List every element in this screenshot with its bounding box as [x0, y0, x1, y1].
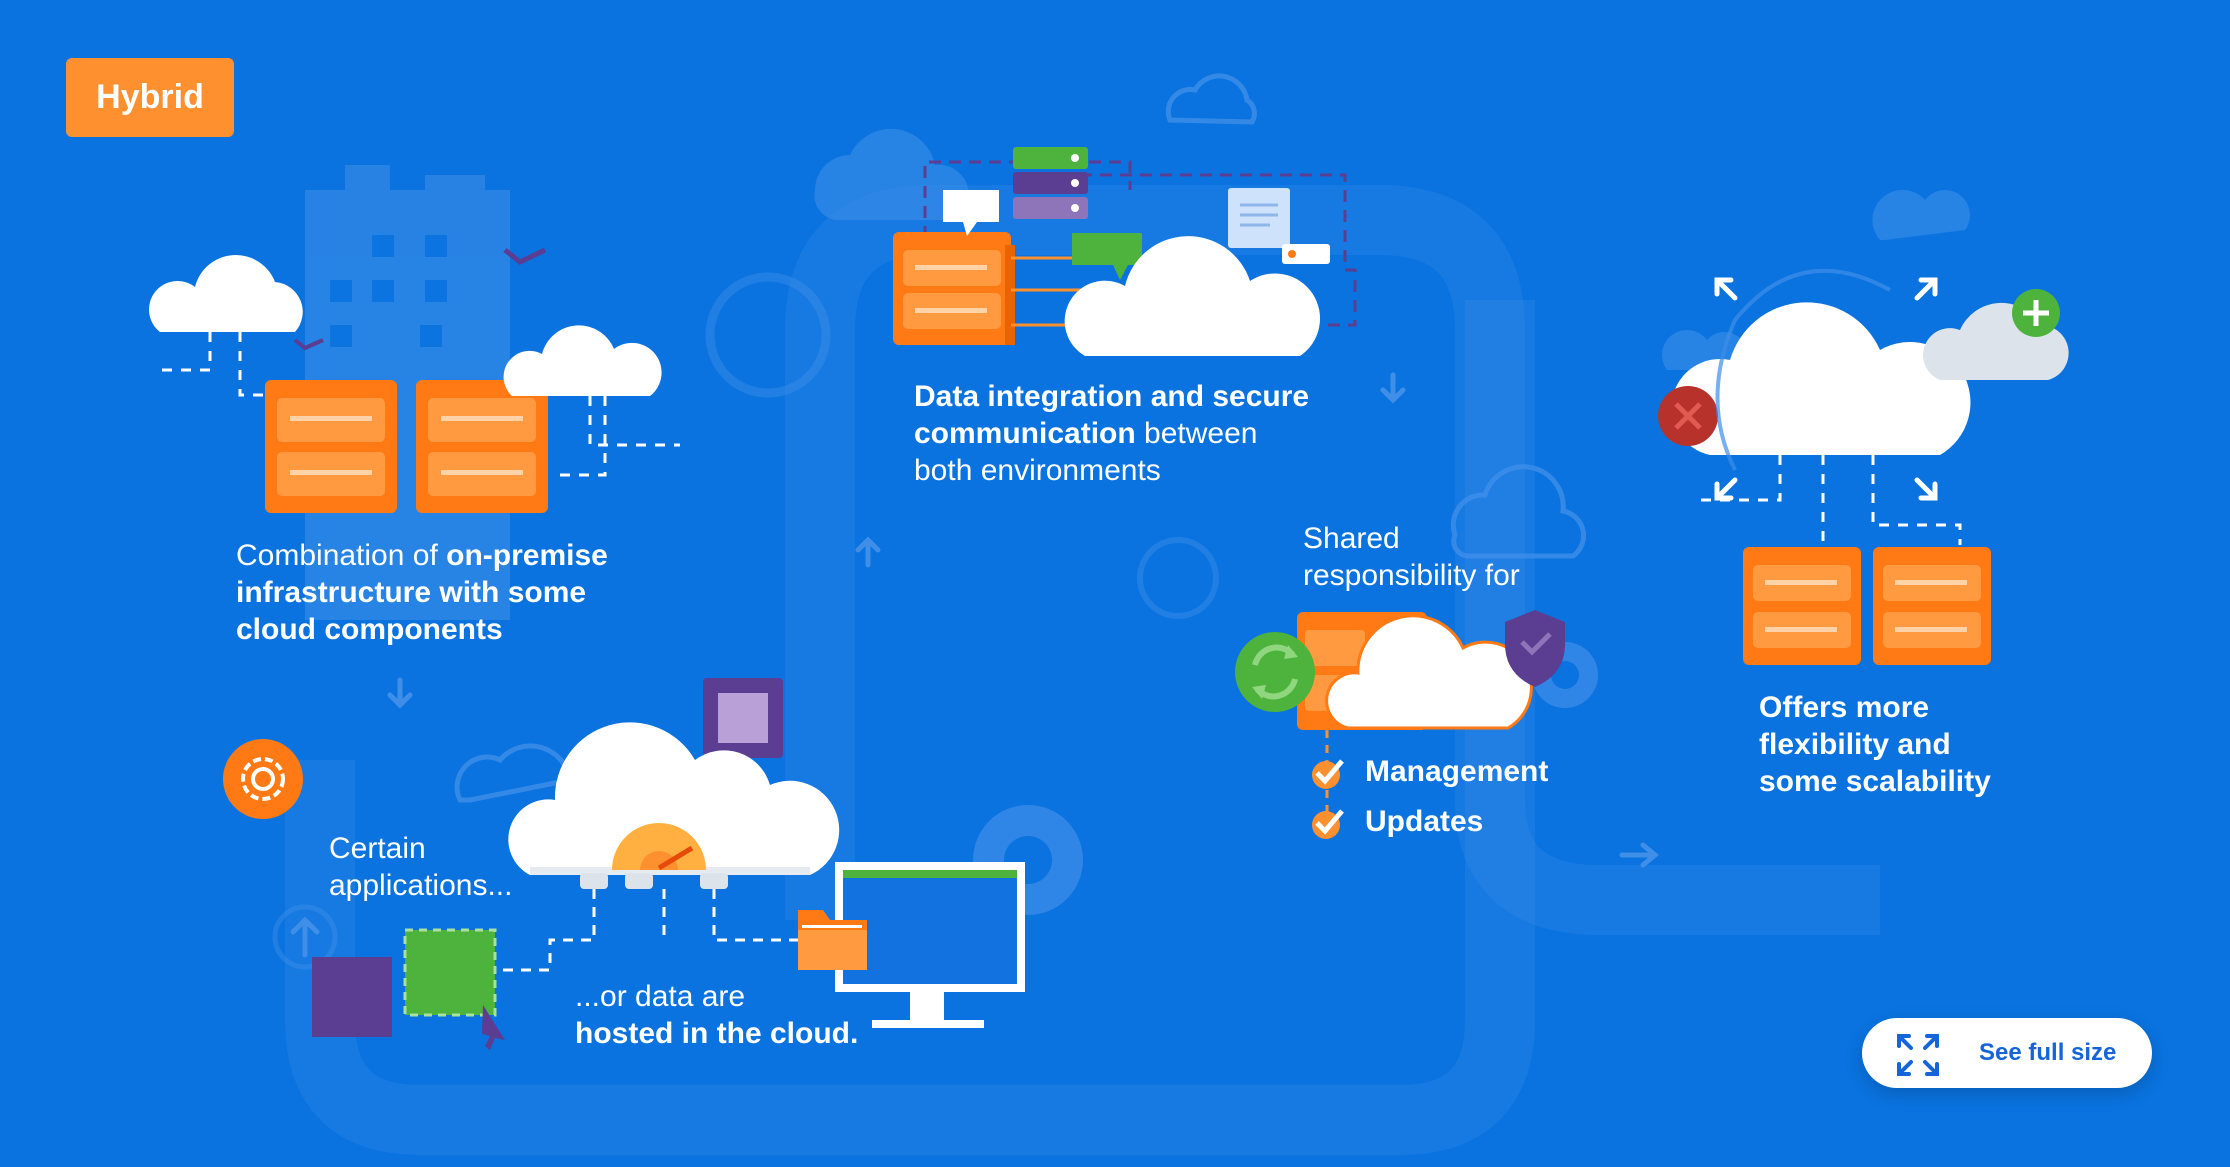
- hybrid-badge: Hybrid: [66, 58, 234, 137]
- background-clouds: [814, 128, 1970, 370]
- cloud-icon: [508, 722, 840, 875]
- scalable-servers: [1743, 547, 1991, 665]
- integration-r2: between: [1135, 417, 1258, 450]
- message-icon: [1072, 233, 1142, 280]
- shared-item-updates: Updates: [1365, 805, 1484, 838]
- document-icon: [1228, 188, 1330, 264]
- combination-b1: on-premise: [446, 539, 608, 572]
- shared-l1: Shared: [1303, 522, 1400, 555]
- monitor-icon: [835, 862, 1025, 1028]
- flex-l2: flexibility and: [1759, 728, 1951, 761]
- flex-l3: some scalability: [1759, 765, 1991, 798]
- integration-text: Data integration and secure communicatio…: [914, 378, 1334, 489]
- apps-l2: applications...: [329, 869, 513, 902]
- applications-text: Certain applications...: [329, 830, 549, 904]
- check-icon: [1312, 809, 1344, 839]
- expand-icon: [1897, 1034, 1939, 1076]
- combination-b2: infrastructure with some: [236, 576, 587, 609]
- hosted-l2: hosted in the cloud.: [575, 1017, 859, 1050]
- onpremise-servers: [265, 380, 548, 513]
- refresh-icon: [1235, 632, 1315, 712]
- remove-icon: [1658, 386, 1718, 446]
- combination-b3: cloud components: [236, 613, 503, 646]
- background-decoration: [272, 185, 1880, 1155]
- settings-icon: [223, 739, 303, 819]
- hosted-l1: ...or data are: [575, 980, 746, 1013]
- cloud-icon: [148, 255, 662, 396]
- combination-pre: Combination of: [236, 539, 447, 572]
- see-full-size-label: See full size: [1979, 1039, 2117, 1066]
- integration-b1: Data integration and secure: [914, 380, 1310, 413]
- cursor-icon: [482, 1005, 505, 1050]
- cloud-icon: [1671, 302, 1971, 455]
- combination-text: Combination of on-premise infrastructure…: [236, 537, 676, 648]
- hosted-text: ...or data are hosted in the cloud.: [575, 978, 895, 1052]
- server-rack-icon: [1013, 147, 1088, 219]
- integration-r3: both environments: [914, 454, 1161, 487]
- folder-icon: [798, 910, 867, 970]
- integration-servers: [893, 232, 1015, 345]
- check-icon: [1312, 759, 1344, 789]
- see-full-size-button[interactable]: See full size: [1862, 1018, 2152, 1088]
- integration-b2: communication: [914, 417, 1136, 450]
- app-tiles: [312, 928, 505, 1050]
- gauge-icon: [612, 823, 706, 871]
- shield-icon: [1505, 610, 1565, 687]
- flex-l1: Offers more: [1759, 691, 1930, 724]
- shared-text: Shared responsibility for: [1303, 520, 1563, 594]
- cloud-icon: [1064, 236, 1321, 356]
- shared-item-management: Management: [1365, 755, 1549, 788]
- flexibility-text: Offers more flexibility and some scalabi…: [1759, 689, 2019, 800]
- chip-icon: [703, 678, 783, 758]
- apps-l1: Certain: [329, 832, 426, 865]
- add-icon: [2012, 289, 2060, 337]
- shared-l2: responsibility for: [1303, 559, 1520, 592]
- chat-bubble-icon: [943, 190, 999, 236]
